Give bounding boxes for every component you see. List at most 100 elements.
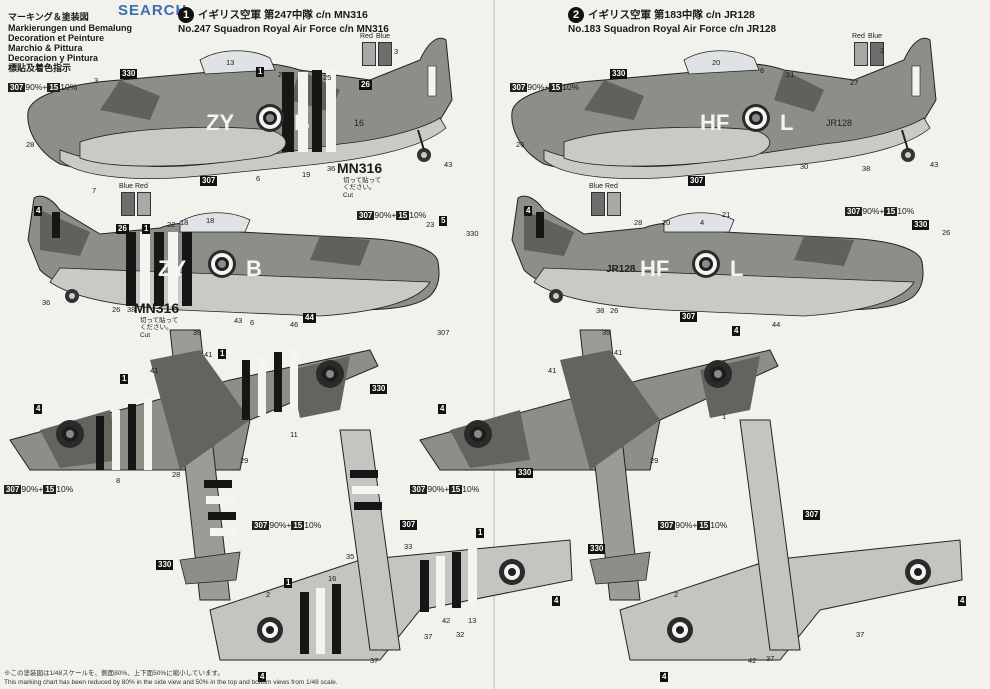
callout-box: 330 bbox=[516, 468, 534, 478]
callout: 43 bbox=[444, 160, 453, 169]
mix-plus: + bbox=[544, 82, 550, 92]
callout: 41 bbox=[614, 348, 623, 357]
swatch-red-4 bbox=[607, 192, 621, 216]
callout: 38 bbox=[862, 164, 871, 173]
mix-a-box: 307 bbox=[410, 485, 428, 494]
swatch-label-red-1: Red bbox=[360, 33, 373, 40]
swatch-red-1 bbox=[362, 42, 376, 66]
callout: 46 bbox=[290, 320, 299, 329]
swatch-blue-2 bbox=[121, 192, 135, 216]
mix-a-pct: 90% bbox=[427, 484, 445, 494]
callout-box: 1 bbox=[256, 67, 265, 77]
s1-bottom-view bbox=[209, 429, 573, 661]
swatch-red-2 bbox=[137, 192, 151, 216]
mix-a-box: 307 bbox=[8, 83, 26, 92]
mix-a-box: 307 bbox=[658, 521, 676, 530]
callout: 41 bbox=[150, 366, 159, 375]
callout: 2 bbox=[266, 590, 271, 599]
callout: 29 bbox=[240, 456, 249, 465]
s1-top-view bbox=[9, 329, 379, 601]
callout-box: 1 bbox=[218, 349, 227, 359]
header-de: Markierungen und Bemalung bbox=[8, 23, 133, 33]
callout: 38 bbox=[596, 306, 605, 315]
callout: 43 bbox=[930, 160, 939, 169]
callout-box: 26 bbox=[359, 80, 372, 90]
mix-b-box: 15 bbox=[549, 83, 563, 92]
mix-a-pct: 90% bbox=[25, 82, 43, 92]
mix-b-box: 15 bbox=[291, 521, 305, 530]
scheme1-title-ja: イギリス空軍 第247中隊 c/n MN316 bbox=[198, 9, 368, 21]
callout: 21 bbox=[722, 210, 731, 219]
mix-a-pct: 90% bbox=[862, 206, 880, 216]
callout: 27 bbox=[850, 78, 859, 87]
callout-box: 1 bbox=[284, 578, 293, 588]
swatch-blue-1 bbox=[378, 42, 392, 66]
s2-top-view bbox=[419, 329, 779, 601]
s1-tail-serial: 16 bbox=[354, 118, 364, 128]
mix-b-pct: 10% bbox=[462, 484, 480, 494]
s1-serial-decal-bottom: MN316 bbox=[134, 300, 180, 316]
s1-cut-note-ja-bottom: 切って貼って ください。 bbox=[140, 317, 179, 331]
mix-a-pct: 90% bbox=[675, 520, 693, 530]
callout-box: 4 bbox=[958, 596, 967, 606]
callout-box: 4 bbox=[258, 672, 267, 682]
swatch-label-red-2: Red bbox=[135, 183, 148, 190]
s1-code-left: ZY bbox=[206, 110, 234, 135]
mix-plus: + bbox=[286, 520, 292, 530]
callout: 23 bbox=[426, 220, 435, 229]
mix-b-box: 15 bbox=[697, 521, 711, 530]
callout: 1 bbox=[722, 412, 727, 421]
callout-box: 330 bbox=[120, 69, 138, 79]
callout: 37 bbox=[370, 656, 379, 665]
callout-box: 307 bbox=[200, 176, 218, 186]
scheme1-title-en: No.247 Squadron Royal Air Force c/n MN31… bbox=[178, 24, 389, 35]
mix-a-pct: 90% bbox=[269, 520, 287, 530]
scheme2-title-en: No.183 Squadron Royal Air Force c/n JR12… bbox=[568, 24, 777, 35]
swatch-blue-4 bbox=[591, 192, 605, 216]
s2-tail-serial: JR128 bbox=[826, 118, 852, 128]
header-fr: Decoration et Peinture bbox=[8, 33, 105, 43]
mix-b-box: 15 bbox=[47, 83, 61, 92]
swatch-label-blue-2: Blue bbox=[119, 183, 134, 190]
s2-port-serial: JR128 bbox=[606, 264, 636, 275]
callout: 24 bbox=[278, 70, 287, 79]
callout-box: 330 bbox=[156, 560, 174, 570]
s2-side-port bbox=[511, 195, 924, 317]
callout: 26 bbox=[112, 305, 121, 314]
callout: 29 bbox=[650, 456, 659, 465]
mix-b-box: 15 bbox=[396, 211, 410, 220]
callout: 4 bbox=[700, 218, 705, 227]
callout: 36 bbox=[327, 164, 336, 173]
mix-b-pct: 10% bbox=[409, 210, 427, 220]
watermark: SEARCH bbox=[118, 2, 188, 19]
swatch-label-blue-4: Blue bbox=[589, 183, 604, 190]
header-zh: 標貼及着色指示 bbox=[8, 63, 72, 73]
callout: 42 bbox=[442, 616, 451, 625]
scheme1-number: 1 bbox=[178, 7, 194, 23]
s2-side-starboard bbox=[511, 37, 937, 179]
s1-cut-note-ja-top: 切って貼って ください。 bbox=[343, 177, 382, 191]
header-ja: マーキング＆塗装図 bbox=[8, 12, 89, 22]
scheme2-number: 2 bbox=[568, 7, 584, 23]
callout-box: 4 bbox=[34, 404, 43, 414]
callout-box: 307 bbox=[400, 520, 418, 530]
callout-box: 307 bbox=[803, 510, 821, 520]
mix-plus: + bbox=[42, 82, 48, 92]
callout: 6 bbox=[256, 174, 261, 183]
callout: 32 bbox=[456, 630, 465, 639]
footnote-ja: ※この塗装図は1/48スケールを、側面80%、上下面50%に縮小しています。 bbox=[4, 670, 224, 677]
s2-code-left: HF bbox=[700, 110, 729, 135]
mix-plus: + bbox=[391, 210, 397, 220]
callout-box: 5 bbox=[439, 216, 448, 226]
callout: 20 bbox=[712, 58, 721, 67]
callout-box: 4 bbox=[552, 596, 561, 606]
callout-box: 44 bbox=[303, 313, 316, 323]
callout: 13 bbox=[226, 58, 235, 67]
mix-a-box: 307 bbox=[252, 521, 270, 530]
mix-a-box: 307 bbox=[510, 83, 528, 92]
callout: 28 bbox=[172, 470, 181, 479]
